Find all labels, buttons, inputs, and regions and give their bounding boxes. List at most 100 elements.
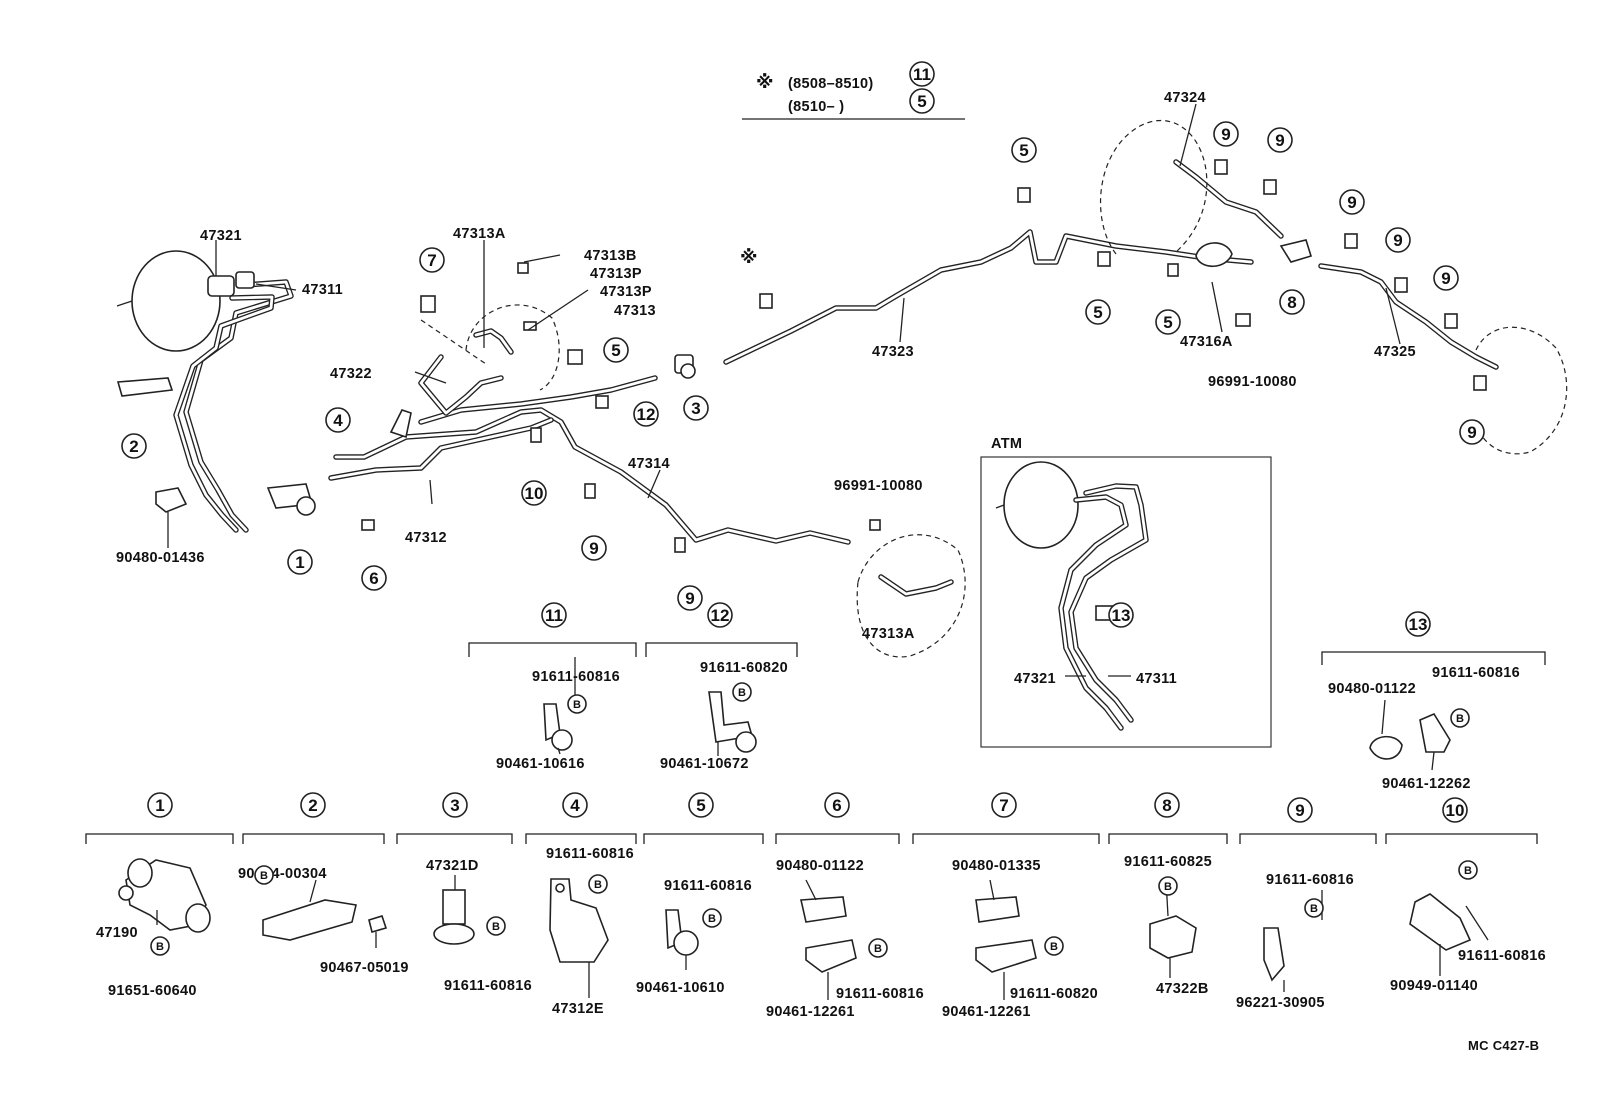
label-47325: 47325 <box>1374 344 1416 360</box>
g11-part-1: 90461-10616 <box>496 756 585 772</box>
ref-10: 9 <box>685 589 694 608</box>
g5-part-0: 91611-60816 <box>664 878 752 894</box>
bolt-marker-9: B <box>1164 881 1172 893</box>
ref-3: 1 <box>295 553 304 572</box>
group-13-header-circle <box>1405 611 1431 637</box>
component-illustrations <box>118 691 1472 982</box>
ref-5: 5 <box>611 341 620 360</box>
label-47313P-2: 47313P <box>600 284 652 300</box>
brake-booster <box>116 250 255 352</box>
ref-19: 9 <box>1441 269 1450 288</box>
label-47322: 47322 <box>330 366 372 382</box>
g3-part-1: 91611-60816 <box>444 978 532 994</box>
g2-part-0: 90464-00304 <box>238 866 327 882</box>
g8-part-0: 91611-60825 <box>1124 854 1212 870</box>
bolt-marker-12-circle <box>254 865 274 885</box>
group-3-header-circle <box>442 792 468 818</box>
ref-5-circle <box>603 337 629 363</box>
ref-19-circle <box>1433 265 1459 291</box>
g4-part-0: 91611-60816 <box>546 846 634 862</box>
g12-part-1: 90461-10672 <box>660 756 749 772</box>
ref-11-circle <box>1011 137 1037 163</box>
ref-9-circle <box>683 395 709 421</box>
group-7-header: 7 <box>999 796 1008 815</box>
group-1-header: 1 <box>155 796 164 815</box>
ref-14: 9 <box>1221 125 1230 144</box>
group-1-header-circle <box>147 792 173 818</box>
ref-17-circle <box>1339 189 1365 215</box>
detail-circles <box>420 120 1568 658</box>
part-labels: 47321 47311 90480-01436 47313A 47313B 47… <box>116 90 1416 687</box>
ref-13-circle <box>1155 309 1181 335</box>
label-47313P-1: 47313P <box>590 266 642 282</box>
group-7-header-circle <box>991 792 1017 818</box>
g2-part-1: 90467-05019 <box>320 960 409 976</box>
g10-part-1: 91611-60816 <box>1458 948 1546 964</box>
g4-part-1: 47312E <box>552 1001 604 1017</box>
label-96991-10080-right: 96991-10080 <box>1208 374 1297 390</box>
g11-part-0: 91611-60816 <box>532 669 620 685</box>
g8-part-1: 47322B <box>1156 981 1209 997</box>
ref-12: 5 <box>1093 303 1102 322</box>
group-11-header: 11 <box>545 606 563 625</box>
bolt-marker-2: B <box>1456 713 1464 725</box>
ref-18-circle <box>1385 227 1411 253</box>
ref-1: 2 <box>129 437 138 456</box>
ref-2: 4 <box>333 411 343 430</box>
g10-part-0: 90949-01140 <box>1390 978 1478 994</box>
g13-part-2: 90461-12262 <box>1382 776 1471 792</box>
leader-lines <box>156 103 1489 1000</box>
ref-8-circle <box>581 535 607 561</box>
g6-part-0: 90480-01122 <box>776 858 864 874</box>
label-47311-atm: 47311 <box>1136 671 1177 687</box>
group-4-header: 4 <box>570 796 580 815</box>
label-47311: 47311 <box>302 282 343 298</box>
group-4-header-circle <box>562 792 588 818</box>
ref-4-circle <box>361 565 387 591</box>
bolt-marker-0: B <box>573 699 581 711</box>
ref-15: 9 <box>1275 131 1284 150</box>
group-9-header: 9 <box>1295 801 1304 820</box>
ref-4: 6 <box>369 569 378 588</box>
bolt-marker-5: B <box>594 879 602 891</box>
label-47321-atm: 47321 <box>1014 671 1056 687</box>
g7-part-1: 91611-60820 <box>1010 986 1098 1002</box>
ref-7-circle <box>521 480 547 506</box>
g1-part-1: 91651-60640 <box>108 983 197 999</box>
legend-range-1: (8508–8510) <box>788 76 874 92</box>
bolt-marker-7-circle <box>868 938 888 958</box>
ref-16-circle <box>1279 289 1305 315</box>
label-47313A-top: 47313A <box>453 226 506 242</box>
g5-part-1: 90461-10610 <box>636 980 725 996</box>
ref-20: 9 <box>1467 423 1476 442</box>
label-47313: 47313 <box>614 303 656 319</box>
g1-part-0: 47190 <box>96 925 138 941</box>
label-47314: 47314 <box>628 456 670 472</box>
bolt-marker-10: B <box>1310 903 1318 915</box>
ref-14-circle <box>1213 121 1239 147</box>
bolt-marker-11-circle <box>1458 860 1478 880</box>
bolt-marker-10-circle <box>1304 898 1324 918</box>
label-47312: 47312 <box>405 530 447 546</box>
ref-3-circle <box>287 549 313 575</box>
g13-part-1: 91611-60816 <box>1432 665 1520 681</box>
ref-8: 9 <box>589 539 598 558</box>
group-6-header-circle <box>824 792 850 818</box>
ref-12-circle <box>1085 299 1111 325</box>
ref-0-circle <box>419 247 445 273</box>
ref-17: 9 <box>1347 193 1356 212</box>
g7-part-2: 90461-12261 <box>942 1004 1031 1020</box>
atm-inset: ATM <box>980 436 1272 748</box>
group-12-header: 12 <box>711 606 730 625</box>
ref-1-circle <box>121 433 147 459</box>
brake-pipes <box>173 159 1499 597</box>
ref-15-circle <box>1267 127 1293 153</box>
ref-13: 5 <box>1163 313 1172 332</box>
g9-part-0: 91611-60816 <box>1266 872 1354 888</box>
group-part-labels: 91611-60816 90461-10616 91611-60820 9046… <box>96 660 1546 1020</box>
legend-range-2: (8510– ) <box>788 99 844 115</box>
label-47323: 47323 <box>872 344 914 360</box>
bolt-marker-8: B <box>1050 941 1058 953</box>
legend-mark-in-diagram: ※ <box>740 247 758 267</box>
